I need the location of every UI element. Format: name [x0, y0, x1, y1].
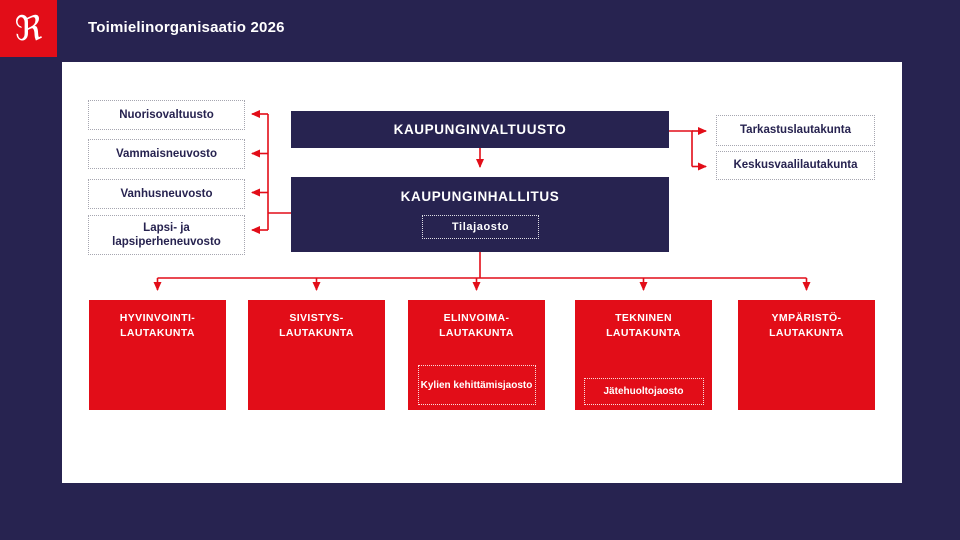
label-line: TEKNINEN: [615, 312, 672, 324]
box-label: HYVINVOINTI- LAUTAKUNTA: [89, 311, 226, 340]
box-kylien-kehittamisjaosto: Kylien kehittämisjaosto: [417, 365, 536, 405]
box-vanhusneuvosto: Vanhusneuvosto: [88, 179, 245, 209]
box-nuorisovaltuusto: Nuorisovaltuusto: [88, 100, 245, 130]
org-chart-canvas: KAUPUNGINVALTUUSTO KAUPUNGINHALLITUS Til…: [62, 62, 902, 483]
right-branch-line: [669, 130, 693, 167]
box-elinvoimalautakunta: ELINVOIMA- LAUTAKUNTA Kylien kehittämisj…: [408, 300, 545, 410]
box-sivistyslautakunta: SIVISTYS- LAUTAKUNTA: [248, 300, 385, 410]
page-title: Toimielinorganisaatio 2026: [88, 19, 285, 36]
label-line: LAUTAKUNTA: [120, 326, 195, 339]
box-label: Tarkastuslautakunta: [740, 124, 851, 137]
box-label: Tilajaosto: [451, 220, 510, 233]
box-label: Kylien kehittämisjaosto: [420, 379, 533, 391]
label-line: LAUTAKUNTA: [606, 326, 681, 339]
box-label: KAUPUNGINHALLITUS: [400, 189, 560, 204]
box-label: SIVISTYS- LAUTAKUNTA: [248, 311, 385, 340]
label-line: LAUTAKUNTA: [279, 326, 354, 339]
box-ymparistolautakunta: YMPÄRISTÖ- LAUTAKUNTA: [738, 300, 875, 410]
label-line: LAUTAKUNTA: [439, 326, 514, 339]
label-line: ELINVOIMA-: [443, 312, 510, 324]
box-label: Vammaisneuvosto: [116, 147, 217, 160]
box-label: KAUPUNGINVALTUUSTO: [393, 122, 567, 137]
box-lapsiperheneuvosto: Lapsi- ja lapsiperheneuvosto: [88, 215, 245, 255]
label-line: HYVINVOINTI-: [119, 312, 196, 324]
box-tekninenlautakunta: TEKNINEN LAUTAKUNTA Jätehuoltojaosto: [575, 300, 712, 410]
box-label: Nuorisovaltuusto: [119, 108, 214, 121]
box-label: Keskusvaalilautakunta: [733, 159, 858, 172]
label-line: YMPÄRISTÖ-: [771, 312, 842, 324]
box-label: Vanhusneuvosto: [120, 187, 213, 200]
label-line: LAUTAKUNTA: [769, 326, 844, 339]
box-label: Jätehuoltojaosto: [603, 386, 684, 397]
box-label: ELINVOIMA- LAUTAKUNTA: [408, 311, 545, 340]
box-kaupunginhallitus: KAUPUNGINHALLITUS Tilajaosto: [291, 177, 669, 252]
box-jatehuoltojaosto: Jätehuoltojaosto: [583, 378, 704, 405]
box-kaupunginvaltuusto: KAUPUNGINVALTUUSTO: [291, 111, 669, 148]
city-logo: ℜ: [0, 0, 57, 57]
box-tilajaosto: Tilajaosto: [422, 215, 539, 239]
label-line: SIVISTYS-: [289, 312, 344, 324]
box-label: YMPÄRISTÖ- LAUTAKUNTA: [738, 311, 875, 340]
box-tarkastuslautakunta: Tarkastuslautakunta: [716, 115, 875, 146]
box-vammaisneuvosto: Vammaisneuvosto: [88, 139, 245, 169]
box-label: Lapsi- ja lapsiperheneuvosto: [112, 221, 221, 248]
box-label: TEKNINEN LAUTAKUNTA: [575, 311, 712, 340]
box-keskusvaalilautakunta: Keskusvaalilautakunta: [716, 151, 875, 180]
logo-letter-icon: ℜ: [14, 8, 43, 49]
box-hyvinvointilautakunta: HYVINVOINTI- LAUTAKUNTA: [89, 300, 226, 410]
